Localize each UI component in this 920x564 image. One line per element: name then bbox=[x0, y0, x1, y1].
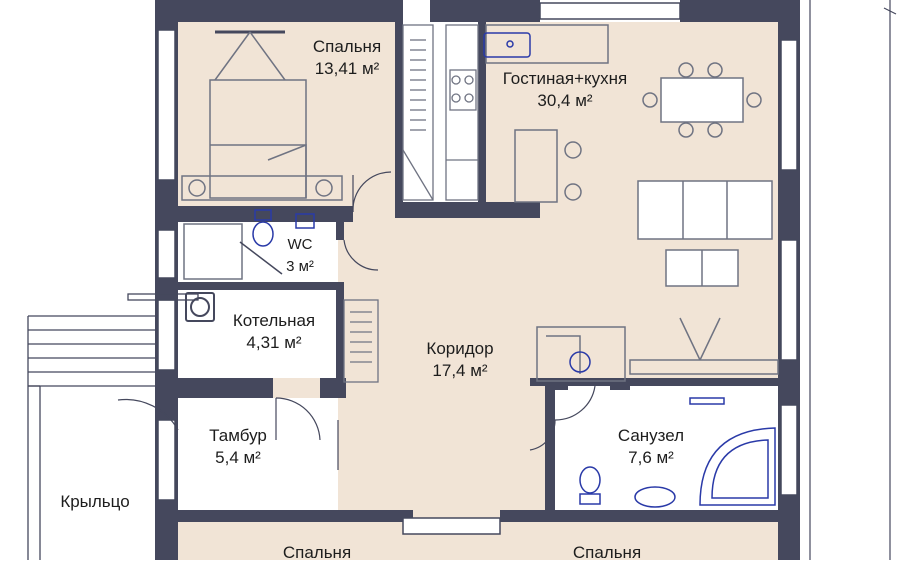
shower-icon bbox=[536, 326, 626, 382]
sink-icon bbox=[483, 24, 609, 64]
tv-icon bbox=[629, 317, 779, 375]
bar-counter-icon bbox=[514, 129, 582, 203]
corridor-cabinet-icon bbox=[343, 299, 379, 383]
room-label-boiler: Котельная 4,31 м² bbox=[214, 310, 334, 354]
room-name: Гостиная+кухня bbox=[502, 69, 628, 88]
wardrobe-icon bbox=[402, 24, 434, 201]
bed-icon bbox=[181, 30, 343, 201]
room-label-vestibule: Тамбур 5,4 м² bbox=[188, 425, 288, 469]
radiator-icon bbox=[250, 205, 630, 390]
room-label-bedroom-bottom-left: Спальня bbox=[262, 542, 372, 564]
dimension-line bbox=[809, 0, 897, 560]
sofa-icon bbox=[637, 180, 773, 287]
room-name: Котельная bbox=[232, 311, 316, 330]
room-area: 4,31 м² bbox=[246, 333, 302, 352]
windows bbox=[157, 2, 798, 535]
room-name: Тамбур bbox=[209, 426, 267, 445]
room-label-bedroom-bottom-right: Спальня bbox=[552, 542, 662, 564]
room-label-bedroom: Спальня 13,41 м² bbox=[292, 36, 402, 80]
room-label-living-kitchen: Гостиная+кухня 30,4 м² bbox=[480, 68, 650, 112]
room-name: Коридор bbox=[426, 339, 494, 358]
dining-table-icon bbox=[642, 62, 762, 138]
room-name: WC bbox=[287, 236, 313, 253]
room-area: 17,4 м² bbox=[432, 361, 488, 380]
toilet-icon bbox=[183, 209, 315, 280]
room-area: 30,4 м² bbox=[537, 91, 593, 110]
bathroom-toilet-icon bbox=[579, 466, 676, 508]
room-name: Крыльцо bbox=[60, 492, 130, 511]
room-area: 13,41 м² bbox=[314, 59, 380, 78]
door-swing-icon bbox=[117, 171, 596, 470]
room-name: Санузел bbox=[617, 426, 685, 445]
stove-icon bbox=[445, 24, 479, 201]
porch-stairs-icon bbox=[27, 293, 199, 560]
boiler-k-icon bbox=[185, 292, 215, 322]
room-area: 7,6 м² bbox=[628, 448, 674, 467]
room-label-bathroom: Санузел 7,6 м² bbox=[596, 425, 706, 469]
bathtub-icon bbox=[689, 397, 776, 506]
room-label-wc: WC 3 м² bbox=[270, 234, 330, 278]
room-area: 3 м² bbox=[286, 258, 314, 275]
room-label-corridor: Коридор 17,4 м² bbox=[405, 338, 515, 382]
room-name: Спальня bbox=[282, 543, 352, 562]
room-label-porch: Крыльцо bbox=[40, 491, 150, 513]
room-name: Спальня bbox=[572, 543, 642, 562]
room-area: 5,4 м² bbox=[215, 448, 261, 467]
room-name: Спальня bbox=[312, 37, 382, 56]
